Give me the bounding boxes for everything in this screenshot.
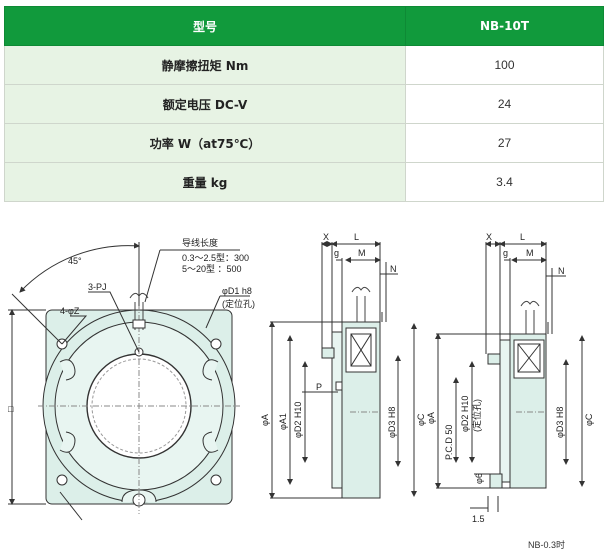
- square-label: □: [8, 404, 14, 414]
- holes-label: 4-φZ: [60, 306, 80, 316]
- lead-length-title: 导线长度: [182, 237, 218, 248]
- header-model-label: 型号: [4, 6, 406, 46]
- pilot-label: φD1 h8: [222, 286, 252, 296]
- left-p-label: P: [316, 382, 322, 392]
- row-value-torque: 100: [405, 45, 604, 85]
- left-d2-label: φD2 H10: [293, 402, 303, 438]
- right-x-label: X: [486, 232, 492, 242]
- right-d6-label: φ6: [474, 473, 484, 484]
- technical-drawing: 45° 导线长度 0.3～2.5型：300 5～20型 ：500 3-PJ 4-…: [8, 232, 594, 524]
- spec-table: 型号 NB-10T 静摩擦扭矩 Nm 100 额定电压 DC-V 24 功率 W…: [4, 6, 604, 202]
- right-l-label: L: [520, 232, 525, 242]
- right-n-label: N: [558, 266, 565, 276]
- right-g-label: g: [503, 248, 508, 258]
- row-label-power: 功率 W（at75℃）: [4, 123, 406, 163]
- row-value-weight: 3.4: [405, 162, 604, 202]
- side-view-left-labels: X L g M N P φA φA1 φD2 H10 φD3 H8 φC: [260, 232, 426, 438]
- left-c-label: φC: [416, 413, 426, 426]
- row-label-weight: 重量 kg: [4, 162, 406, 202]
- right-dim-15: 1.5: [472, 514, 485, 524]
- row-label-torque: 静摩擦扭矩 Nm: [4, 45, 406, 85]
- side-view-left: [269, 241, 417, 499]
- side-view-right: [435, 241, 585, 512]
- drawing-caption: NB-0.3时: [528, 540, 566, 550]
- header-model-value: NB-10T: [405, 6, 604, 46]
- left-n-label: N: [390, 264, 397, 274]
- table-row: 功率 W（at75℃） 27: [4, 123, 604, 163]
- left-g-label: g: [334, 248, 339, 258]
- pilot-note: (定位孔): [222, 298, 255, 309]
- left-a1-label: φA1: [278, 413, 288, 430]
- left-d3-label: φD3 H8: [387, 407, 397, 438]
- front-view-labels: 45° 导线长度 0.3～2.5型：300 5～20型 ：500 3-PJ 4-…: [8, 237, 255, 414]
- right-d2-label: φD2 H10: [460, 396, 470, 432]
- left-l-label: L: [354, 232, 359, 242]
- side-view-right-labels: X L g M N φA P.C.D 50 φD2 H10 (定位孔) φ6 φ…: [426, 232, 594, 524]
- left-a-label: φA: [260, 414, 270, 426]
- table-row: 额定电压 DC-V 24: [4, 84, 604, 124]
- angle-label: 45°: [68, 256, 82, 266]
- right-d2-note: (定位孔): [471, 399, 482, 432]
- tap-label: 3-PJ: [88, 282, 107, 292]
- row-value-power: 27: [405, 123, 604, 163]
- lead-length-line2: 5～20型 ：500: [182, 264, 242, 274]
- front-view: [8, 242, 250, 521]
- left-m-label: M: [358, 248, 366, 258]
- right-c-label: φC: [584, 413, 594, 426]
- left-x-label: X: [323, 232, 329, 242]
- row-value-voltage: 24: [405, 84, 604, 124]
- right-a-label: φA: [426, 412, 436, 424]
- right-d3-label: φD3 H8: [555, 407, 565, 438]
- lead-length-line1: 0.3～2.5型：300: [182, 253, 249, 263]
- table-row: 静摩擦扭矩 Nm 100: [4, 45, 604, 85]
- row-label-voltage: 额定电压 DC-V: [4, 84, 406, 124]
- table-header-row: 型号 NB-10T: [4, 6, 604, 46]
- right-m-label: M: [526, 248, 534, 258]
- table-row: 重量 kg 3.4: [4, 162, 604, 202]
- right-pcd-label: P.C.D 50: [444, 425, 454, 460]
